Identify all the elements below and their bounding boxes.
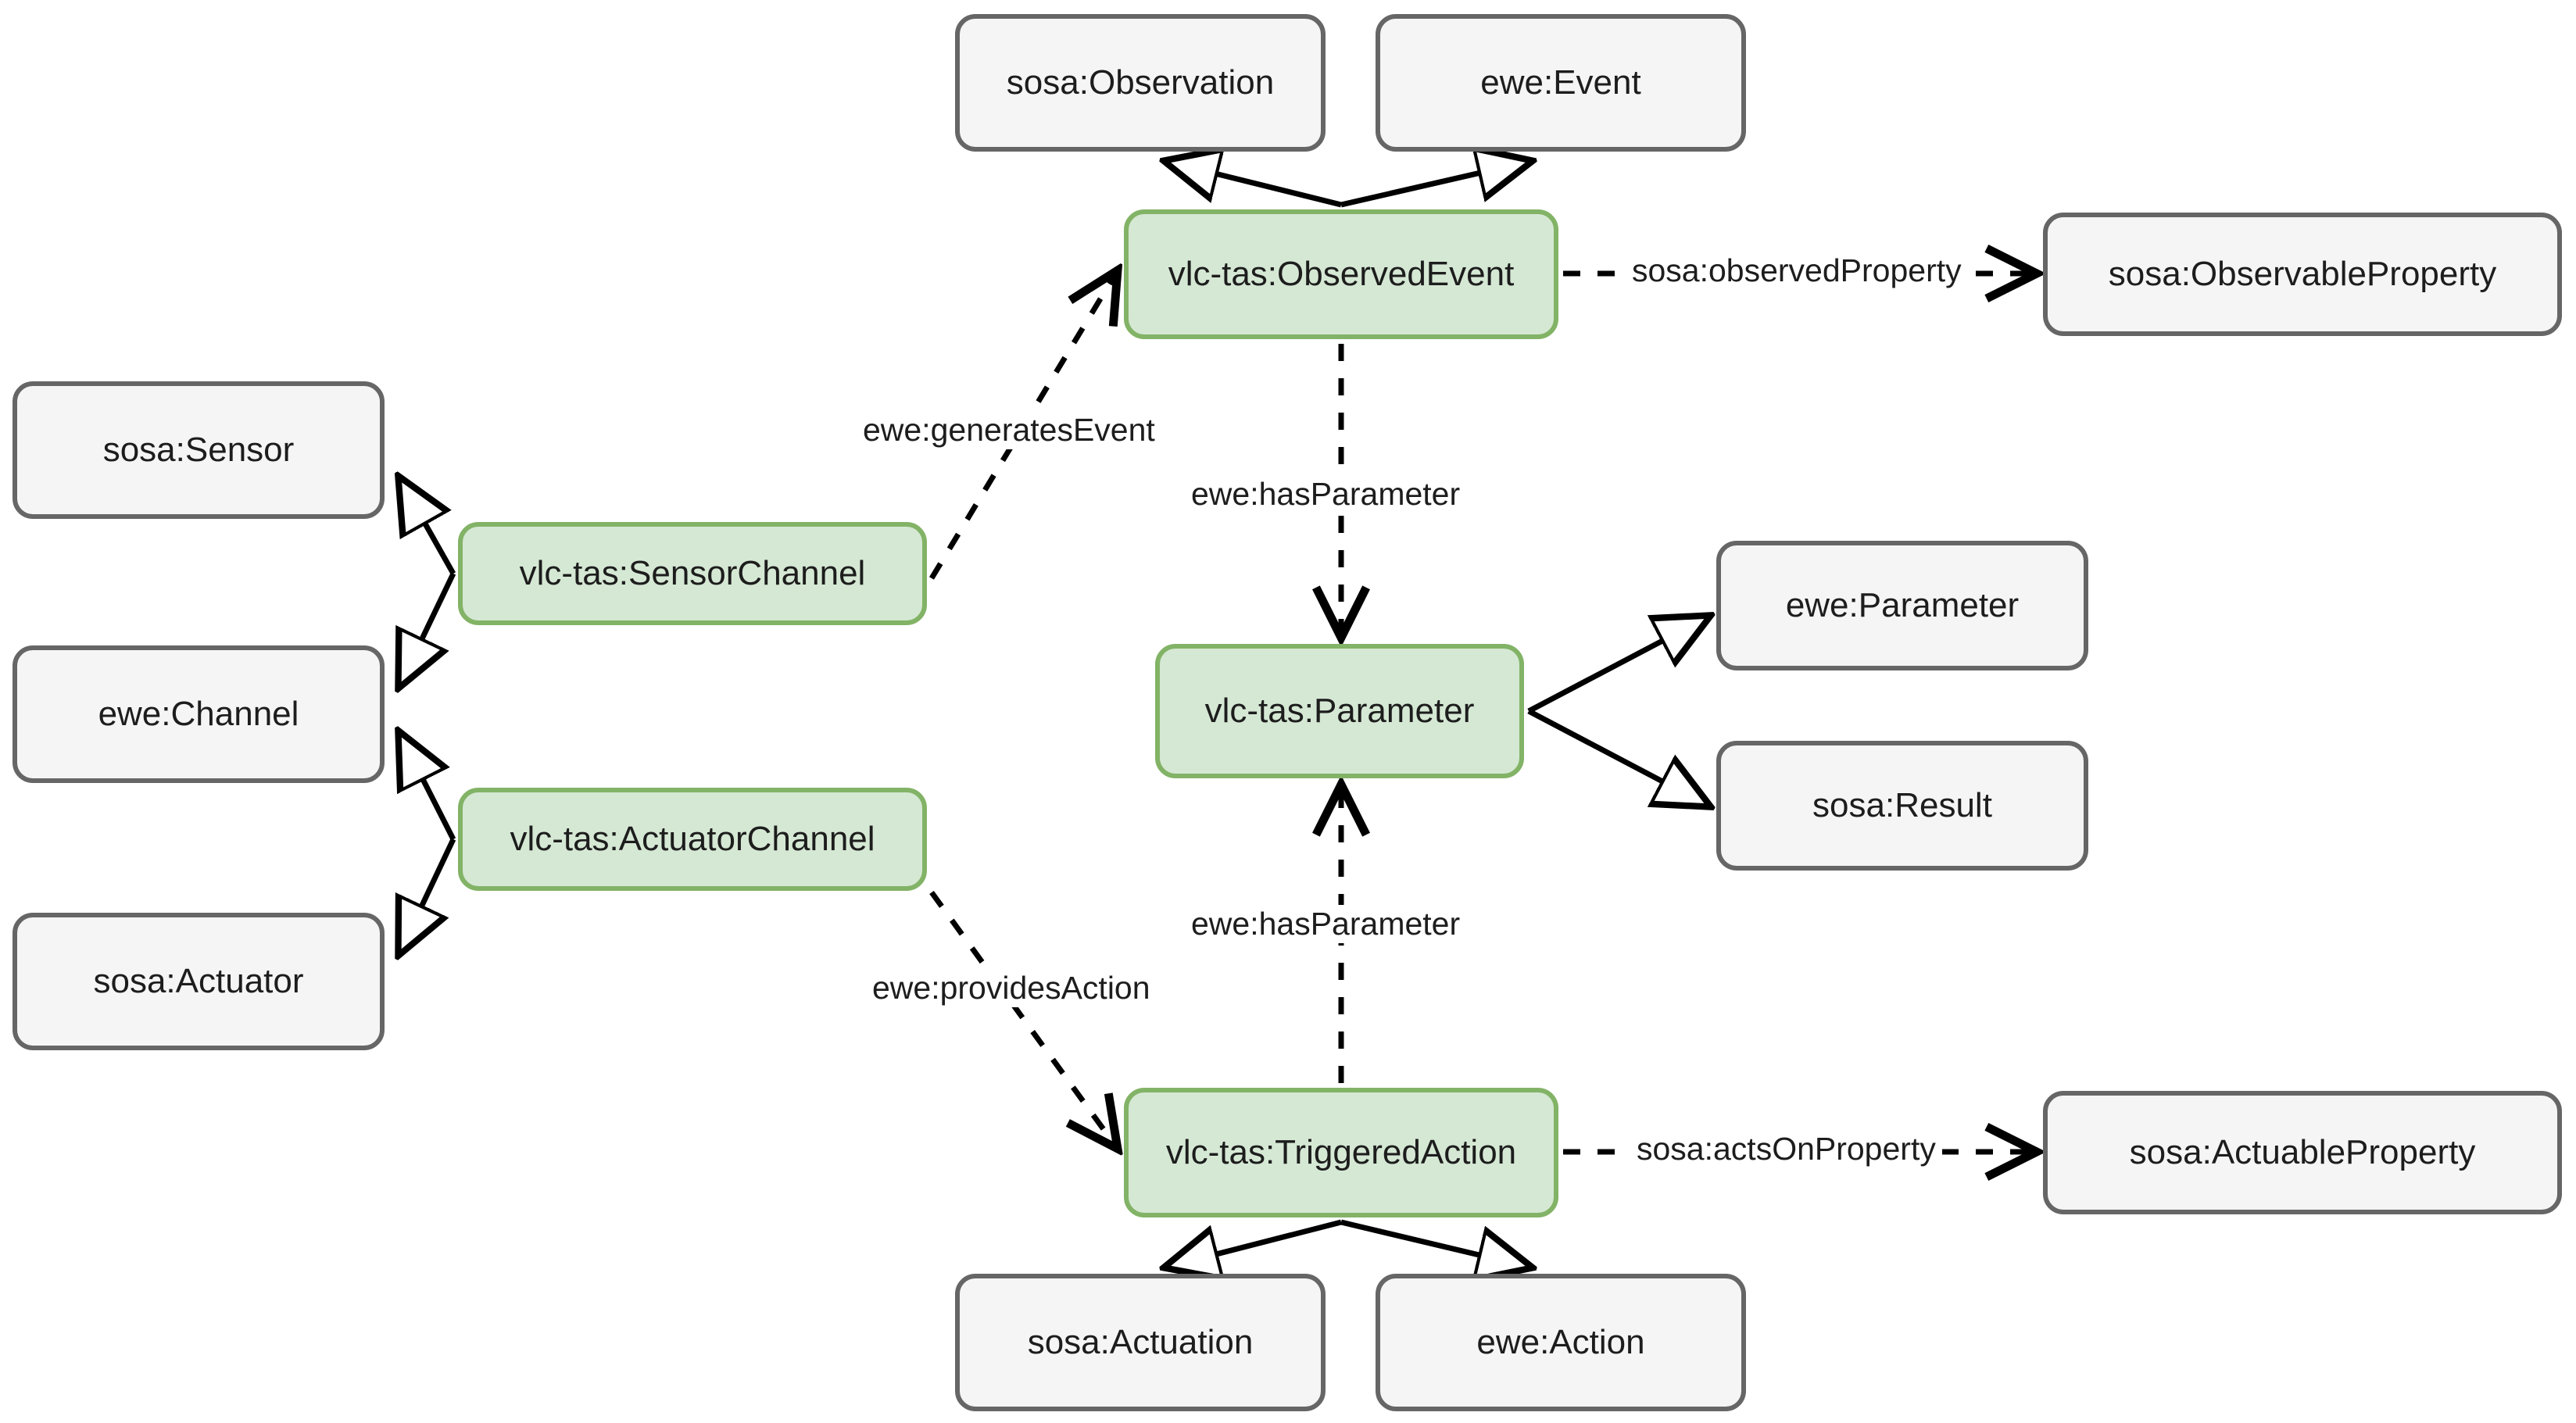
edge-triggeredaction-to-action [1340,1219,1532,1267]
node-label: vlc-tas:Parameter [1204,691,1475,730]
node-sosa-observation[interactable]: sosa:Observation [955,14,1326,152]
edge-label-sosa-actsonproperty: sosa:actsOnProperty [1630,1130,1942,1169]
edge-label-sosa-observedproperty: sosa:observedProperty [1626,252,1968,291]
node-sosa-observableproperty[interactable]: sosa:ObservableProperty [2043,213,2562,336]
edge-actuatorchannel-to-actuator [399,838,456,955]
node-sosa-actuator[interactable]: sosa:Actuator [13,913,385,1050]
node-label: ewe:Action [1476,1322,1645,1361]
node-sosa-sensor[interactable]: sosa:Sensor [13,381,385,519]
node-vlc-tas-actuatorchannel[interactable]: vlc-tas:ActuatorChannel [458,788,927,891]
node-label: vlc-tas:TriggeredAction [1165,1132,1517,1171]
node-ewe-parameter[interactable]: ewe:Parameter [1716,541,2088,670]
edge-providesaction [929,890,1118,1149]
node-vlc-tas-sensorchannel[interactable]: vlc-tas:SensorChannel [458,522,927,625]
edge-label-ewe-providesaction: ewe:providesAction [866,969,1157,1008]
node-label: sosa:Result [1812,785,1992,824]
node-label: sosa:ObservableProperty [2108,254,2497,293]
node-label: sosa:Sensor [102,430,295,469]
node-label: ewe:Parameter [1785,585,2020,624]
node-label: ewe:Channel [98,694,299,733]
node-label: vlc-tas:SensorChannel [519,553,866,592]
edge-label-ewe-hasparameter-bottom: ewe:hasParameter [1185,905,1467,944]
node-vlc-tas-triggeredaction[interactable]: vlc-tas:TriggeredAction [1124,1088,1558,1217]
edge-label-ewe-generatesevent: ewe:generatesEvent [857,411,1161,450]
edge-triggeredaction-to-actuation [1165,1219,1342,1267]
edge-actuatorchannel-to-channel [399,731,456,841]
node-label: sosa:Observation [1006,63,1275,102]
node-ewe-action[interactable]: ewe:Action [1376,1274,1746,1411]
edge-parameter-to-eweparameter [1527,616,1710,714]
node-label: sosa:ActuableProperty [2129,1132,2476,1171]
edge-label-ewe-hasparameter-top: ewe:hasParameter [1185,475,1467,514]
node-sosa-result[interactable]: sosa:Result [1716,741,2088,871]
node-label: sosa:Actuator [93,961,304,1000]
node-label: vlc-tas:ActuatorChannel [510,819,875,858]
node-ewe-channel[interactable]: ewe:Channel [13,645,385,783]
node-ewe-event[interactable]: ewe:Event [1376,14,1746,152]
edge-observedevent-to-observation [1165,161,1342,208]
node-vlc-tas-parameter[interactable]: vlc-tas:Parameter [1155,644,1524,778]
edge-parameter-to-result [1527,708,1710,806]
node-label: sosa:Actuation [1027,1322,1254,1361]
edge-sensorchannel-to-sensor [399,477,456,575]
node-label: vlc-tas:ObservedEvent [1168,254,1515,293]
node-label: ewe:Event [1480,63,1641,102]
node-sosa-actuation[interactable]: sosa:Actuation [955,1274,1326,1411]
node-vlc-tas-observedevent[interactable]: vlc-tas:ObservedEvent [1124,209,1558,339]
edge-sensorchannel-to-channel [399,572,456,688]
edge-observedevent-to-event [1340,161,1532,208]
node-sosa-actuableproperty[interactable]: sosa:ActuableProperty [2043,1091,2562,1214]
